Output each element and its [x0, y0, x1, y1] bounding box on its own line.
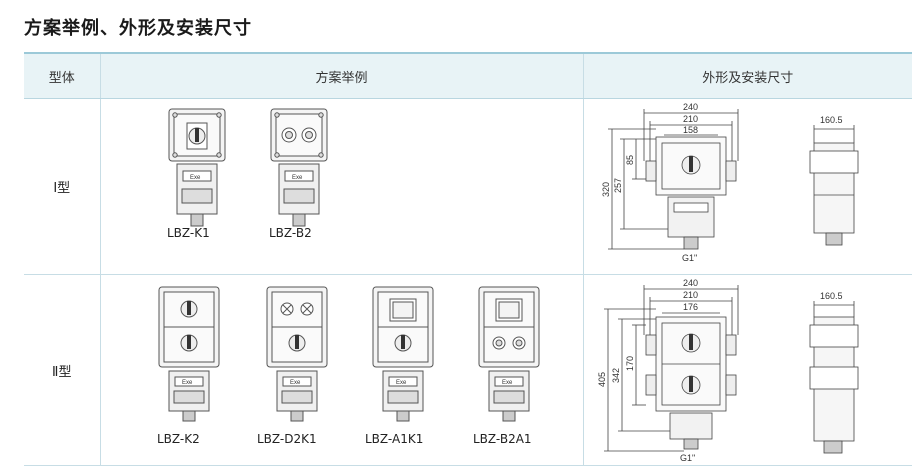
dim-height-total: 405: [597, 372, 607, 387]
table-row: Ⅱ型 Exe: [24, 274, 912, 466]
spec-table: 型体 方案举例 外形及安装尺寸 Ⅰ型: [24, 52, 912, 466]
exe-label: Exe: [396, 380, 407, 386]
dim-width-inner: 158: [683, 125, 698, 135]
dim-thread: G1": [680, 453, 695, 463]
examples-cell: Exe LBZ-K2: [99, 274, 583, 466]
page-title: 方案举例、外形及安装尺寸: [24, 18, 252, 39]
dim-depth: 160.5: [820, 291, 843, 301]
device-lbz-b2: Exe: [270, 108, 327, 227]
type2-examples-drawing: Exe LBZ-K2: [157, 286, 539, 446]
dim-depth: 160.5: [820, 115, 843, 125]
type2-dimension-drawing: 240 210 176 160.5 405 342 170 G1": [597, 278, 858, 463]
device-lbz-a1k1: Exe: [372, 286, 433, 422]
examples-cell: Exe LBZ-K1: [99, 98, 583, 275]
dimensions-cell: 240 210 158 160.5 320 257 85 G1": [582, 98, 912, 275]
dim-height-mount: 257: [613, 178, 623, 193]
type-cell: Ⅱ型: [24, 274, 100, 466]
dim-width-mid: 210: [683, 290, 698, 300]
header-examples: 方案举例: [99, 52, 583, 99]
model-label: LBZ-B2A1: [473, 432, 532, 446]
exe-label: Exe: [182, 380, 193, 386]
dim-thread: G1": [682, 253, 697, 263]
device-lbz-k2: Exe: [158, 286, 219, 422]
type1-dimension-drawing: 240 210 158 160.5 320 257 85 G1": [601, 102, 858, 263]
dim-width-mid: 210: [683, 114, 698, 124]
model-label: LBZ-A1K1: [365, 432, 423, 446]
model-label: LBZ-B2: [269, 226, 312, 240]
exe-label: Exe: [290, 380, 301, 386]
exe-label: Exe: [502, 380, 513, 386]
dim-height-total: 320: [601, 182, 611, 197]
header-dimensions: 外形及安装尺寸: [582, 52, 912, 99]
dimensions-cell: 240 210 176 160.5 405 342 170 G1": [582, 274, 912, 466]
type-cell: Ⅰ型: [24, 98, 100, 275]
exe-label: Exe: [190, 175, 201, 181]
device-lbz-d2k1: Exe: [266, 286, 327, 422]
model-label: LBZ-K2: [157, 432, 200, 446]
dim-height-upper: 170: [625, 356, 635, 371]
dim-width-inner: 176: [683, 302, 698, 312]
type1-examples-drawing: Exe LBZ-K1: [167, 108, 327, 240]
model-label: LBZ-K1: [167, 226, 210, 240]
dim-height-mount: 342: [611, 368, 621, 383]
exe-label: Exe: [292, 175, 303, 181]
header-type: 型体: [24, 52, 100, 99]
device-lbz-b2a1: Exe: [478, 286, 539, 422]
dim-width-outer: 240: [683, 102, 698, 112]
table-row: Ⅰ型: [24, 98, 912, 275]
device-lbz-k1: Exe: [168, 108, 225, 227]
table-header-row: 型体 方案举例 外形及安装尺寸: [24, 52, 912, 99]
dim-width-outer: 240: [683, 278, 698, 288]
dim-height-upper: 85: [625, 155, 635, 165]
model-label: LBZ-D2K1: [257, 432, 317, 446]
